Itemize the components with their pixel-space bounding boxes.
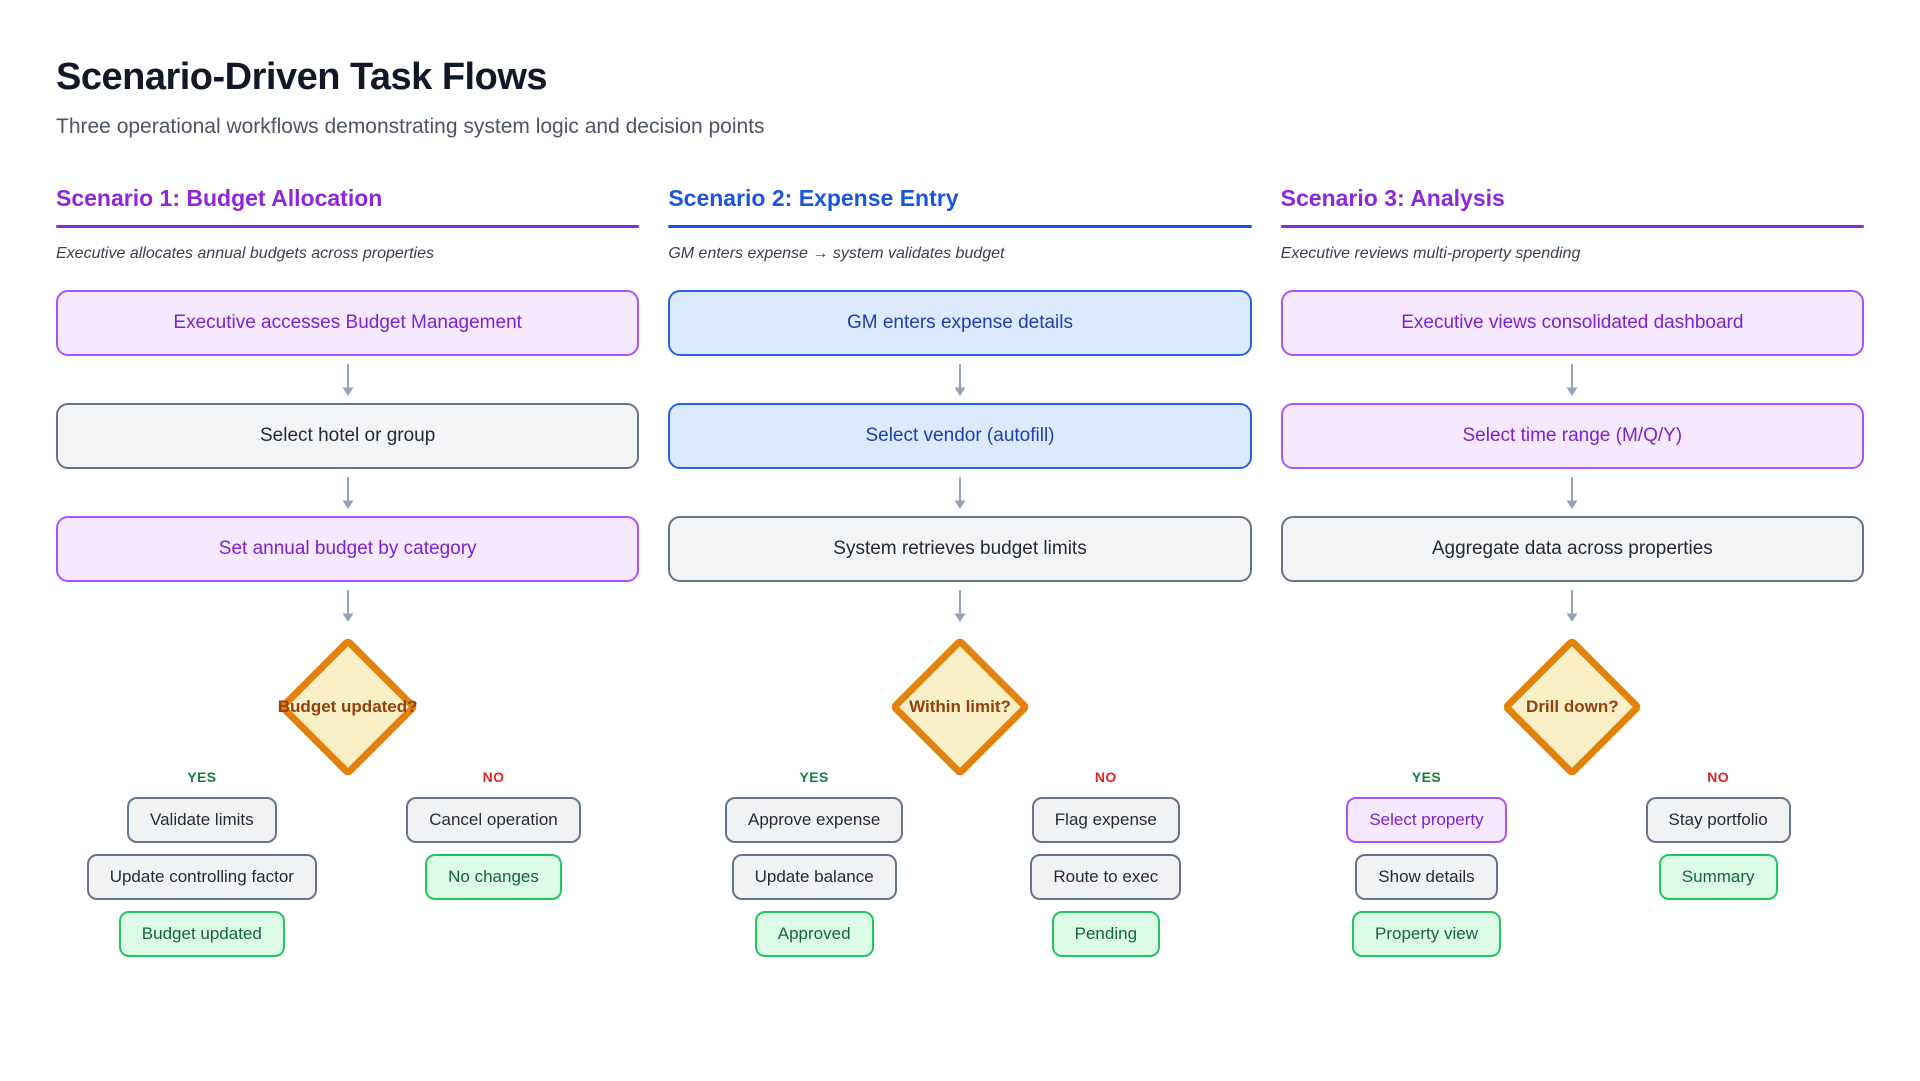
yes-branch: YES Select property Show details Propert…: [1281, 769, 1573, 957]
down-arrow-icon: [1281, 469, 1864, 516]
branch-step: Stay portfolio: [1645, 797, 1791, 843]
yes-label: YES: [187, 769, 217, 785]
yes-label: YES: [1411, 769, 1442, 785]
scenario-3-divider: [1280, 225, 1864, 228]
decision-label: Drill down?: [1526, 697, 1619, 716]
down-arrow-icon: [668, 469, 1251, 516]
page-subtitle: Three operational workflows demonstratin…: [56, 115, 765, 138]
no-branch: NO Cancel operation No changes: [348, 769, 640, 957]
branch-result: Budget updated: [118, 911, 285, 957]
decision-branches: YES Approve expense Update balance Appro…: [668, 769, 1251, 957]
scenario-3-column: Scenario 3: Analysis Executive reviews m…: [1280, 185, 1864, 957]
flow-step: Select hotel or group: [56, 403, 640, 469]
branch-step: Select property: [1346, 797, 1507, 843]
flow-step: Set annual budget by category: [56, 516, 640, 582]
down-arrow-icon: [1281, 582, 1864, 629]
branch-step: Show details: [1355, 854, 1498, 900]
branch-step: Route to exec: [1030, 854, 1182, 900]
flow-step: Select vendor (autofill): [668, 403, 1252, 469]
scenario-1-heading: Scenario 1: Budget Allocation: [56, 185, 383, 211]
scenario-columns: Scenario 1: Budget Allocation Executive …: [56, 185, 1864, 957]
scenario-3-heading: Scenario 3: Analysis: [1280, 185, 1505, 211]
scenario-2-column: Scenario 2: Expense Entry GM enters expe…: [668, 185, 1252, 957]
scenario-3-description: Executive reviews multi-property spendin…: [1280, 245, 1581, 262]
down-arrow-icon: [56, 356, 639, 403]
down-arrow-icon: [668, 356, 1251, 403]
scenario-1-column: Scenario 1: Budget Allocation Executive …: [56, 185, 640, 957]
decision-diamond: Within limit?: [668, 631, 1251, 783]
no-branch: NO Stay portfolio Summary: [1572, 769, 1864, 957]
decision-diamond: Budget updated?: [56, 631, 639, 783]
branch-result: Pending: [1051, 911, 1161, 957]
decision-label: Budget updated?: [277, 697, 418, 716]
page-title: Scenario-Driven Task Flows: [56, 56, 548, 98]
flow-step: Executive accesses Budget Management: [56, 290, 640, 356]
branch-result: Property view: [1352, 911, 1501, 957]
branch-step: Cancel operation: [406, 797, 581, 843]
no-label: NO: [482, 769, 505, 785]
branch-result: No changes: [425, 854, 562, 900]
scenario-2-heading: Scenario 2: Expense Entry: [668, 185, 959, 211]
decision-label: Within limit?: [909, 697, 1011, 716]
decision-branches: YES Select property Show details Propert…: [1281, 769, 1864, 957]
task-flows-page: Scenario-Driven Task Flows Three operati…: [56, 56, 1864, 957]
yes-label: YES: [799, 769, 829, 785]
branch-step: Update controlling factor: [86, 854, 317, 900]
scenario-2-divider: [668, 225, 1252, 228]
branch-result: Summary: [1658, 854, 1778, 900]
decision-branches: YES Validate limits Update controlling f…: [56, 769, 639, 957]
scenario-1-divider: [56, 225, 640, 228]
flow-step: GM enters expense details: [668, 290, 1252, 356]
scenario-2-description: GM enters expense → system validates bud…: [668, 245, 1005, 262]
flow-step: Executive views consolidated dashboard: [1280, 290, 1864, 356]
down-arrow-icon: [56, 469, 639, 516]
decision-diamond: Drill down?: [1281, 631, 1864, 783]
branch-step: Update balance: [731, 854, 897, 900]
branch-step: Flag expense: [1031, 797, 1180, 843]
flow-step: Select time range (M/Q/Y): [1280, 403, 1864, 469]
no-label: NO: [1094, 769, 1117, 785]
no-branch: NO Flag expense Route to exec Pending: [960, 769, 1252, 957]
branch-step: Approve expense: [725, 797, 904, 843]
branch-step: Validate limits: [127, 797, 277, 843]
down-arrow-icon: [1281, 356, 1864, 403]
flow-step: Aggregate data across properties: [1280, 516, 1864, 582]
yes-branch: YES Approve expense Update balance Appro…: [668, 769, 960, 957]
flow-step: System retrieves budget limits: [668, 516, 1252, 582]
down-arrow-icon: [56, 582, 639, 629]
scenario-1-description: Executive allocates annual budgets acros…: [56, 245, 434, 262]
branch-result: Approved: [754, 911, 874, 957]
no-label: NO: [1707, 769, 1730, 785]
yes-branch: YES Validate limits Update controlling f…: [56, 769, 348, 957]
down-arrow-icon: [668, 582, 1251, 629]
